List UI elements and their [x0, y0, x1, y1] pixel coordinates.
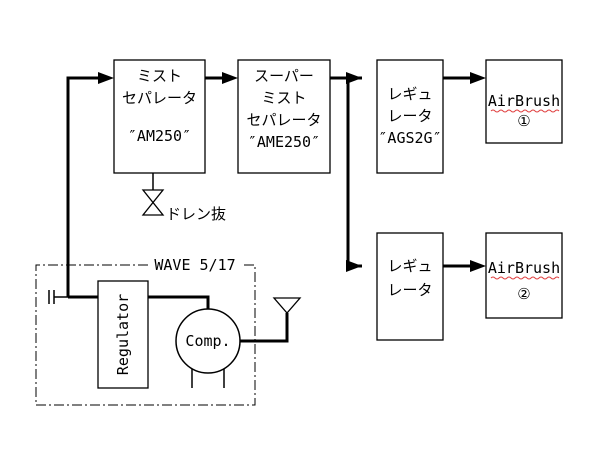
arrow-to-mist-separator	[98, 72, 114, 84]
drain-valve-icon	[141, 189, 165, 216]
super-mist-separator: スーパー ミスト セパレータ ″AME250″	[237, 59, 331, 174]
compressor-unit: WAVE 5/17 Regulator Comp.	[35, 256, 302, 406]
spellcheck-underline-1	[490, 109, 560, 113]
airbrush-1-label: AirBrush	[488, 92, 560, 110]
airbrush-1: AirBrush ①	[485, 59, 563, 144]
arrow-to-regulator-top	[346, 72, 362, 84]
airbrush-2-label: AirBrush	[488, 259, 560, 277]
super-mist-model: ″AME250″	[248, 133, 320, 151]
line-branch-down	[346, 78, 362, 268]
mist-separator-box	[113, 59, 206, 174]
unit-regulator-box	[97, 280, 149, 389]
super-mist-line3: セパレータ	[246, 111, 321, 129]
regulator-bottom: レギュ レータ	[376, 232, 444, 341]
super-mist-line1: スーパー	[254, 67, 314, 85]
regulator-top-line1: レギュ	[387, 85, 432, 103]
regulator-top-model: ″AGS2G″	[378, 129, 441, 147]
regulator-bottom-box	[376, 232, 444, 341]
airbrush-1-box	[485, 59, 563, 144]
mist-separator-line2: セパレータ	[122, 89, 197, 107]
arrow-to-super-mist	[222, 72, 238, 84]
regulator-bottom-line2: レータ	[387, 281, 432, 299]
intake-filter-icon	[272, 297, 302, 314]
unit-boundary	[35, 264, 256, 406]
mist-separator-line1: ミスト	[137, 67, 182, 85]
arrowheads	[98, 72, 486, 272]
regulator-top-box	[376, 59, 444, 174]
drain-label: ドレン抜	[166, 205, 226, 223]
super-mist-line2: ミスト	[261, 89, 306, 107]
airbrush-2-box	[485, 232, 563, 319]
arrow-to-regulator-bottom	[346, 260, 362, 272]
spellcheck-underline-2	[490, 276, 560, 280]
compressor-label: Comp.	[185, 332, 230, 350]
compressor-circle	[175, 308, 241, 374]
arrow-to-airbrush-2	[470, 260, 486, 272]
regulator-top: レギュ レータ ″AGS2G″	[376, 59, 444, 174]
regulator-top-line2: レータ	[387, 107, 432, 125]
mist-separator-model: ″AM250″	[128, 127, 191, 145]
airbrush-2: AirBrush ②	[485, 232, 563, 319]
super-mist-separator-box	[237, 59, 331, 174]
regulator-bottom-line1: レギュ	[387, 257, 432, 275]
airbrush-1-number: ①	[517, 112, 530, 130]
drain-valve: ドレン抜	[141, 189, 226, 223]
unit-title: WAVE 5/17	[154, 256, 235, 274]
arrow-to-airbrush-1	[470, 72, 486, 84]
supply-line	[66, 76, 100, 297]
unit-regulator-label: Regulator	[114, 294, 132, 375]
line-compressor-to-intake	[240, 313, 289, 343]
airbrush-2-number: ②	[517, 285, 530, 303]
mist-separator: ミスト セパレータ ″AM250″	[113, 59, 206, 174]
